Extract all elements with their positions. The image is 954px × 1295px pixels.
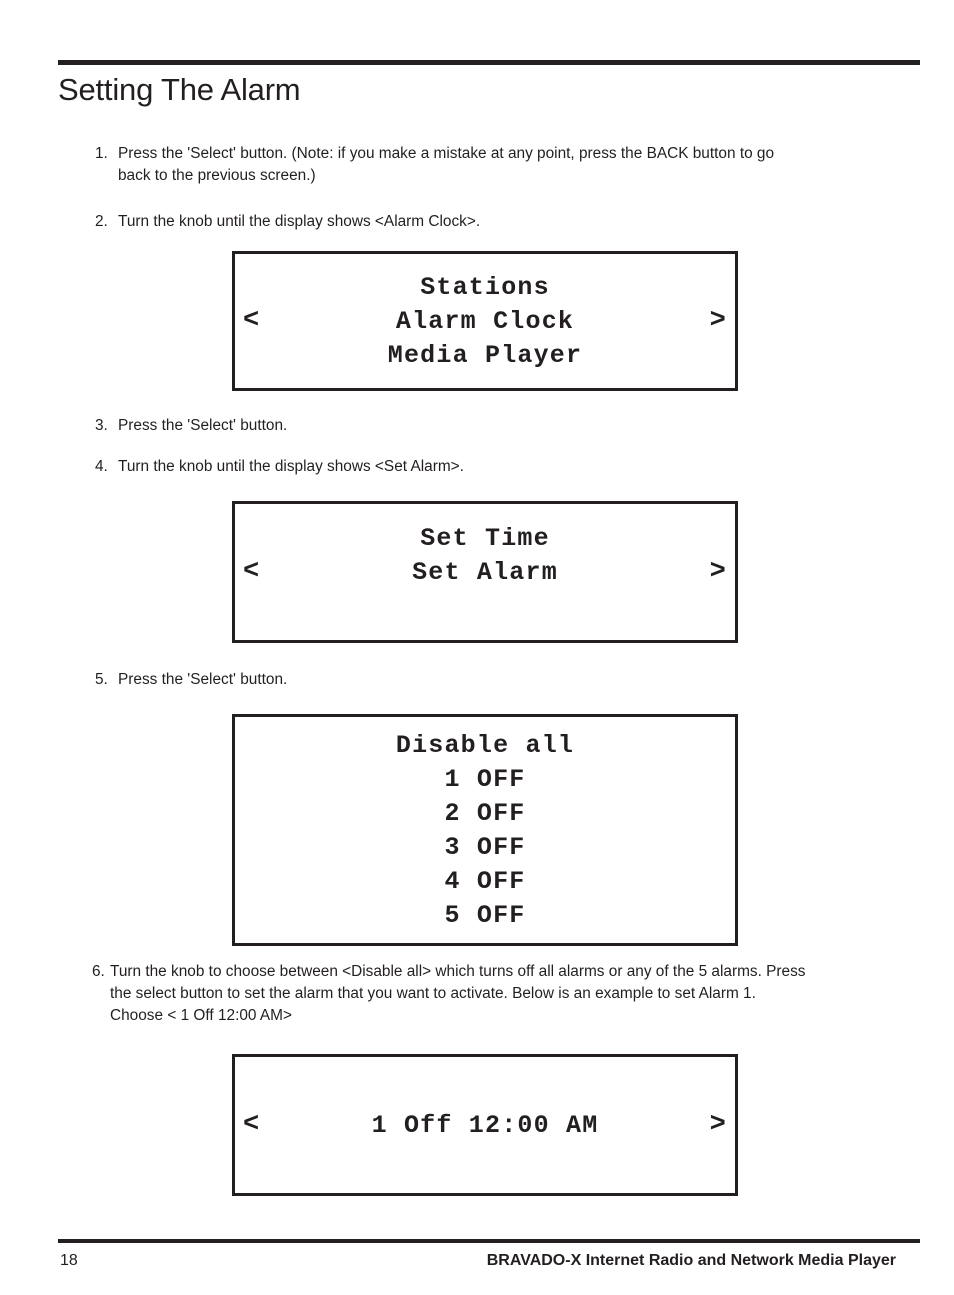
lcd-line-text: 5 OFF — [444, 900, 526, 930]
right-arrow-icon[interactable]: > — [709, 557, 727, 587]
lcd-line — [235, 589, 735, 623]
step-text: Press the 'Select' button. — [118, 671, 288, 688]
step-text: Turn the knob until the display shows <A… — [118, 213, 481, 230]
lcd-line: < Alarm Clock > — [235, 304, 735, 338]
lcd-line: Set Time — [235, 521, 735, 555]
footer-divider — [58, 1239, 920, 1243]
lcd-line-text: 3 OFF — [444, 832, 526, 862]
lcd-display-menu-set-alarm: Set Time < Set Alarm > — [232, 501, 738, 643]
right-arrow-icon[interactable]: > — [709, 1110, 727, 1140]
lcd-line-text: Alarm Clock — [395, 306, 575, 336]
instruction-step-6: 6. Turn the knob to choose between <Disa… — [92, 961, 812, 1027]
lcd-line-text: 1 OFF — [444, 764, 526, 794]
lcd-line-text: Set Alarm — [412, 557, 558, 587]
lcd-line-text: 2 OFF — [444, 798, 526, 828]
lcd-line: 1 OFF — [235, 762, 735, 796]
step-number: 1. — [95, 145, 108, 162]
lcd-line-text: Media Player — [387, 340, 583, 370]
lcd-line: 3 OFF — [235, 830, 735, 864]
step-number: 3. — [95, 417, 108, 434]
page-title: Setting The Alarm — [58, 72, 301, 107]
footer-page-number: 18 — [60, 1252, 78, 1269]
step-number: 5. — [95, 671, 108, 688]
step-text: Press the 'Select' button. — [118, 417, 288, 434]
left-arrow-icon[interactable]: < — [243, 306, 261, 336]
lcd-line-text: 1 Off 12:00 AM — [371, 1110, 599, 1140]
footer-product-title: BRAVADO-X Internet Radio and Network Med… — [486, 1252, 896, 1269]
instruction-step-5: 5. Press the 'Select' button. — [95, 669, 795, 691]
lcd-line-text: Stations — [420, 272, 550, 302]
right-arrow-icon[interactable]: > — [709, 306, 727, 336]
left-arrow-icon[interactable]: < — [243, 1110, 261, 1140]
lcd-line: < Set Alarm > — [235, 555, 735, 589]
lcd-line: Media Player — [235, 338, 735, 372]
instruction-step-4: 4. Turn the knob until the display shows… — [95, 456, 795, 478]
instruction-step-3: 3. Press the 'Select' button. — [95, 415, 795, 437]
header-divider — [58, 60, 920, 65]
step-number: 6. — [92, 963, 105, 980]
lcd-line: Disable all — [235, 728, 735, 762]
lcd-line-text: 4 OFF — [444, 866, 526, 896]
step-text: Turn the knob until the display shows <S… — [118, 458, 464, 475]
step-number: 4. — [95, 458, 108, 475]
lcd-display-alarm-list: Disable all 1 OFF 2 OFF 3 OFF 4 OFF 5 OF… — [232, 714, 738, 946]
lcd-line: Stations — [235, 270, 735, 304]
instruction-step-2: 2. Turn the knob until the display shows… — [95, 211, 795, 233]
instruction-step-1: 1. Press the 'Select' button. (Note: if … — [95, 143, 795, 187]
step-number: 2. — [95, 213, 108, 230]
lcd-line: 2 OFF — [235, 796, 735, 830]
left-arrow-icon[interactable]: < — [243, 557, 261, 587]
lcd-line: < 1 Off 12:00 AM > — [235, 1108, 735, 1142]
lcd-line: 5 OFF — [235, 898, 735, 932]
step-text: Turn the knob to choose between <Disable… — [110, 963, 806, 1024]
step-text: Press the 'Select' button. (Note: if you… — [118, 145, 775, 184]
lcd-line-text: Disable all — [395, 730, 575, 760]
lcd-line-text: Set Time — [420, 523, 550, 553]
lcd-display-menu-alarm-clock: Stations < Alarm Clock > Media Player — [232, 251, 738, 391]
lcd-display-alarm-1-time: < 1 Off 12:00 AM > — [232, 1054, 738, 1196]
lcd-line: 4 OFF — [235, 864, 735, 898]
